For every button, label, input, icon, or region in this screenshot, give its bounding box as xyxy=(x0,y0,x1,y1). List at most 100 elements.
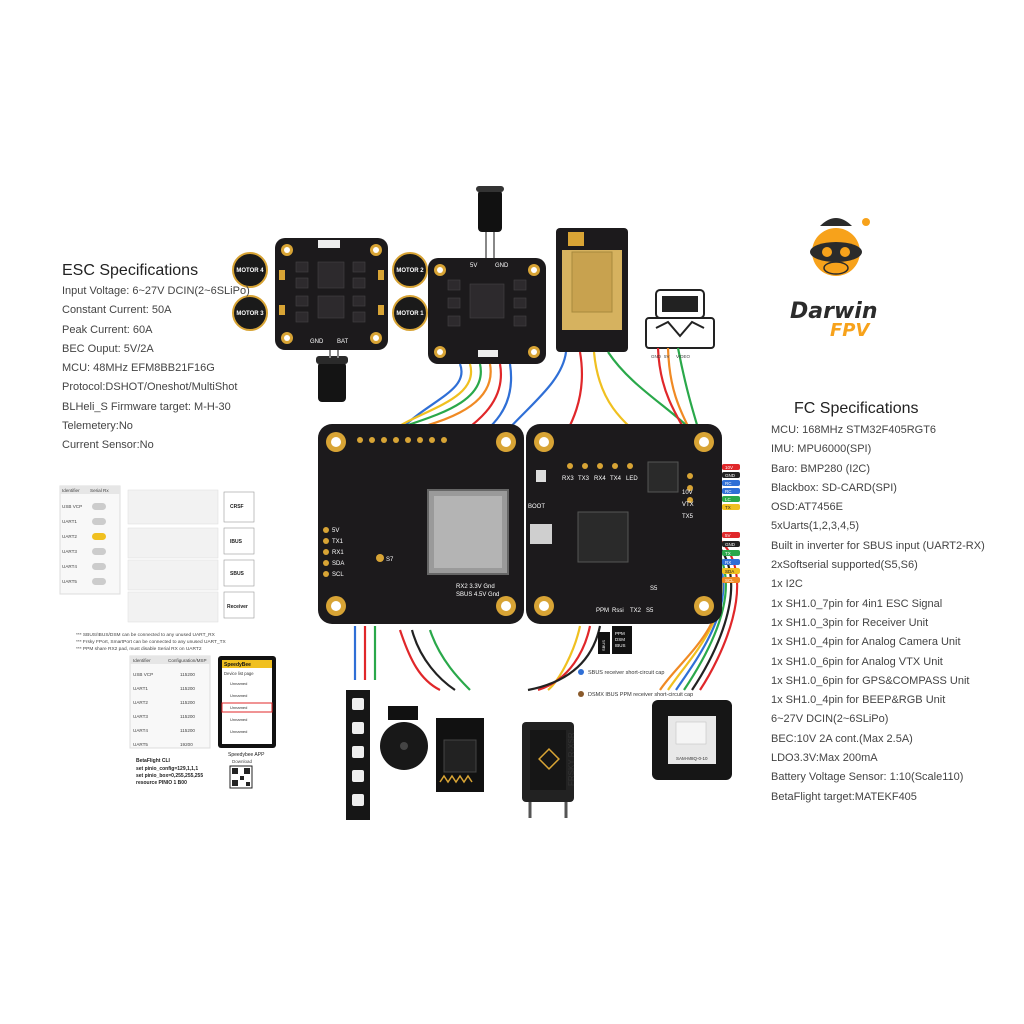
esc-spec-line: Protocol:DSHOT/Oneshot/MultiShot xyxy=(62,381,238,394)
baud-row-name-1: UART1 xyxy=(133,686,148,691)
baud-row-value-1[interactable]: 115200 xyxy=(180,686,195,691)
fc-spec-line: 6~27V DCIN(2~6SLiPo) xyxy=(771,713,889,726)
baud-config-panel: Identifier Configuration/MSP USB VCP 115… xyxy=(129,655,211,786)
fc-spec-title-wrap: FC Specifications xyxy=(794,400,919,418)
fc-spec-line: Baro: BMP280 (I2C) xyxy=(771,462,871,475)
esc-spec-title: ESC Specifications xyxy=(62,262,199,279)
cam-pin-gnd: GND xyxy=(651,354,662,359)
speedybee-item-0[interactable]: Unnamed xyxy=(230,681,247,686)
fc-spec-title: FC Specifications xyxy=(794,400,919,417)
gps-pin-labels: 5V GND TX RX SDA SCL xyxy=(722,532,740,583)
capacitor-icon xyxy=(316,350,348,402)
esc2-label-gnd: GND xyxy=(495,263,509,269)
camera-pin-labels: GND 5V VIDEO xyxy=(651,354,691,359)
fc-pin-rssi: Rssi xyxy=(612,608,624,614)
vtx-pin-rc2: RC xyxy=(725,489,732,494)
legend-dsmx: DSMX IBUS PPM receiver short-circuit cap xyxy=(588,692,693,698)
fc-spec-line: 1x SH1.0_4pin for Analog Camera Unit xyxy=(771,636,961,649)
fc-pin-tx4: TX4 xyxy=(610,476,622,482)
baud-row-value-2[interactable]: 115200 xyxy=(180,700,195,705)
baud-row-value-0[interactable]: 115200 xyxy=(180,672,195,677)
esc-spec-line: BEC Ouput: 5V/2A xyxy=(62,342,154,355)
esc-label-gnd: GND xyxy=(310,339,324,345)
vtx-pin-tx: TX xyxy=(725,505,731,510)
esc-label-bat: BAT xyxy=(337,339,349,345)
speedybee-item-1[interactable]: Unnamed xyxy=(230,693,247,698)
speedybee-item-3[interactable]: Unnamed xyxy=(230,717,247,722)
speedybee-phone: SpeedyBee Device list page Unnamed Unnam… xyxy=(218,656,276,789)
gps-pin-rx: RX xyxy=(725,560,731,565)
speedybee-footer: Speedybee APP xyxy=(228,752,265,758)
fc-spec-line: 1x SH1.0_6pin for GPS&COMPASS Unit xyxy=(771,674,970,687)
camera-icon xyxy=(645,289,715,349)
legend-sbus: SBUS receiver short-circuit cap xyxy=(588,670,664,676)
esc-spec-line: Peak Current: 60A xyxy=(62,323,153,336)
baud-row-name-2: UART2 xyxy=(133,700,148,705)
config-note-1: *** SBUS/IBUS/DSM can be connected to an… xyxy=(76,632,216,638)
buzzer-icon xyxy=(380,706,428,770)
fc-spec-line: IMU: MPU6000(SPI) xyxy=(771,443,872,456)
fc-pin-tx1: TX1 xyxy=(332,539,344,545)
fc-spec-line: 1x SH1.0_7pin for 4in1 ESC Signal xyxy=(771,597,943,610)
baud-row-value-3[interactable]: 115200 xyxy=(180,714,195,719)
baud-header-config: Configuration/MSP xyxy=(168,658,207,663)
fc-spec-line: Battery Voltage Sensor: 1:10(Scale110) xyxy=(771,771,964,784)
config-note-2: *** Frsky FPort, SmartPort can be connec… xyxy=(76,639,227,645)
fc-board-right: RX3 TX3 RX4 TX4 LED BOOT 10V VTX TX5 S5 … xyxy=(526,424,722,624)
gps-chip-label: SAM-M8Q-0-10 xyxy=(676,756,708,761)
fc-pin-sda: SDA xyxy=(332,561,344,567)
fc-pin-s5b: S5 xyxy=(646,608,654,614)
fc-spec-line: 5xUarts(1,2,3,4,5) xyxy=(771,520,860,533)
cli-line-1: set pinio_config=129,1,1,1 xyxy=(136,766,198,772)
esc-spec-line: Input Voltage: 6~27V DCIN(2~6SLiPo) xyxy=(62,285,250,297)
fc-spec-line: 1x SH1.0_3pin for Receiver Unit xyxy=(771,616,929,629)
esc-specifications: ESC Specifications Input Voltage: 6~27V … xyxy=(62,262,250,456)
toggle-switches[interactable] xyxy=(92,503,106,585)
fc-pin-tx5: TX5 xyxy=(682,514,694,520)
ppm-sbus-caps: PPM DSM IBUS SBUS SBUS receiver short-ci… xyxy=(578,626,693,698)
darwin-fpv-logo: Darwin FPV xyxy=(790,218,877,341)
gps-pin-5v: 5V xyxy=(725,533,731,538)
esc2-label-5v: 5V xyxy=(470,263,477,269)
logo-brand-line2: FPV xyxy=(830,320,871,341)
motor-pads: MOTOR 4 MOTOR 3 MOTOR 2 MOTOR 1 xyxy=(232,252,428,331)
esc-board-middle: 5V GND xyxy=(428,258,546,364)
gps-pin-scl: SCL xyxy=(725,578,734,583)
esc-spec-line: Constant Current: 50A xyxy=(62,304,172,317)
fc-label-sbus: SBUS 4.5V Gnd xyxy=(456,592,499,598)
speedybee-item-2[interactable]: Unnamed xyxy=(230,705,247,710)
vtx-module xyxy=(556,228,628,352)
baud-row-value-4[interactable]: 115200 xyxy=(180,728,195,733)
fc-pin-tx2: TX2 xyxy=(630,608,642,614)
fc-spec-line: 1x SH1.0_4pin for BEEP&RGB Unit xyxy=(771,694,946,707)
baud-row-value-5[interactable]: 19200 xyxy=(180,742,193,747)
fc-spec-line: 1x SH1.0_6pin for Analog VTX Unit xyxy=(771,655,943,668)
block-receiver: Receiver xyxy=(227,604,248,610)
baud-row-name-3: UART3 xyxy=(133,714,148,719)
vtx-pin-lc: LC xyxy=(725,497,732,502)
cap-ppm: PPM xyxy=(615,631,625,636)
led-strip xyxy=(346,690,370,820)
gps-pin-gnd: GND xyxy=(725,542,736,547)
fc-spec-line: 1x I2C xyxy=(771,578,803,591)
cam-pin-5v: 5V xyxy=(664,354,670,359)
gps-pin-tx: TX xyxy=(725,551,731,556)
fc-spec-line: BEC:10V 2A cont.(Max 2.5A) xyxy=(771,732,913,745)
cap-sbus: SBUS xyxy=(601,640,606,651)
motor-2-label: MOTOR 2 xyxy=(396,268,424,274)
config-note-3: *** PPM share RX2 pad, must disable Seri… xyxy=(76,646,202,652)
fc-spec-line: Built in inverter for SBUS input (UART2-… xyxy=(771,539,985,552)
bluetooth-module xyxy=(436,718,484,792)
block-ibus: IBUS xyxy=(230,539,243,545)
cli-line-3: resource PINIO 1 B00 xyxy=(136,780,187,786)
fc-pin-rx4: RX4 xyxy=(594,476,606,482)
block-crsf: CRSF xyxy=(230,504,244,510)
fc-spec-line: OSD:AT7456E xyxy=(771,501,843,514)
speedybee-title: SpeedyBee xyxy=(224,662,251,668)
speedybee-item-4[interactable]: Unnamed xyxy=(230,729,247,734)
logo-brand-line1: Darwin xyxy=(790,299,877,324)
config-row-uart2: UART2 xyxy=(62,534,77,539)
config-row-uart5: UART5 xyxy=(62,579,77,584)
fc-pin-ppm: PPM xyxy=(596,608,609,614)
